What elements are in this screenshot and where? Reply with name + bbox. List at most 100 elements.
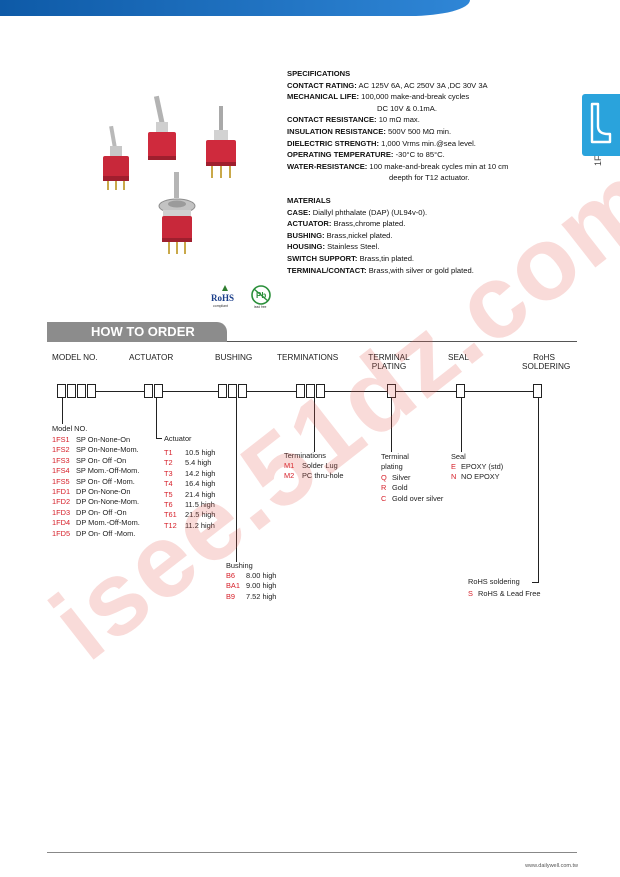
code-box[interactable] <box>456 384 465 398</box>
material-value: Brass,with silver or gold plated. <box>368 265 474 275</box>
option-desc: 14.2 high <box>185 468 216 478</box>
connector-line <box>314 398 315 452</box>
separator-dash <box>325 391 387 392</box>
material-label: HOUSING: <box>287 242 325 252</box>
option-desc: EPOXY (std) <box>461 462 504 471</box>
option-code: 1FD4 <box>52 518 71 528</box>
code-box[interactable] <box>218 384 227 398</box>
spec-label: WATER-RESISTANCE: <box>287 161 368 171</box>
how-to-order-header: HOW TO ORDER <box>47 322 577 342</box>
connector-line <box>461 398 462 452</box>
material-label: BUSHING: <box>287 230 325 240</box>
spec-value: 10 mΩ max. <box>378 115 420 125</box>
option-code: 1FD5 <box>52 528 71 538</box>
category-tab[interactable] <box>582 94 620 156</box>
product-photo <box>103 95 236 254</box>
option-desc: 21.5 high <box>185 510 216 520</box>
option-code: 1FS5 <box>52 476 70 486</box>
option-row: T3 14.2 high <box>164 469 215 479</box>
spec-value: 100 make-and-break cycles min at 10 cm <box>369 161 509 171</box>
header-terminal-line1: TERMINAL <box>368 353 410 362</box>
option-row: B9 7.52 high <box>226 592 276 602</box>
spec-value: 500V 500 MΩ min. <box>387 126 452 136</box>
option-desc: DP On- Off -Mom. <box>76 528 136 538</box>
option-desc: NO EPOXY <box>461 472 500 482</box>
connector-line <box>62 398 63 424</box>
header-rohs-line1: RoHS <box>533 353 555 362</box>
option-code: T6 <box>164 500 173 510</box>
option-desc: SP On- Off -On <box>76 455 127 465</box>
option-code: T3 <box>164 468 173 478</box>
rohs-logo: RoHS compliant <box>211 285 234 308</box>
code-box[interactable] <box>306 384 315 398</box>
connector-line <box>391 398 392 452</box>
footer-divider <box>47 852 577 853</box>
code-box[interactable] <box>67 384 76 398</box>
footer-url[interactable]: www.dailywell.com.tw <box>525 863 578 869</box>
specifications-heading: SPECIFICATIONS <box>287 69 351 78</box>
svg-text:compliant: compliant <box>213 304 228 308</box>
materials-heading: MATERIALS <box>287 195 331 205</box>
spec-value: 100,000 make-and-break cycles <box>361 92 470 102</box>
header-actuator: ACTUATOR <box>129 353 174 362</box>
option-row: 1FD2 DP On-None-Mom. <box>52 497 140 507</box>
option-desc: 7.52 high <box>246 591 277 601</box>
material-label: ACTUATOR: <box>287 219 332 229</box>
plating-label-line2: plating <box>381 462 403 472</box>
option-code: T5 <box>164 489 173 499</box>
code-box[interactable] <box>533 384 542 398</box>
svg-text:RoHS: RoHS <box>211 293 234 303</box>
option-desc: DP On-None-On <box>76 487 131 497</box>
option-row: T5 21.4 high <box>164 490 215 500</box>
code-box[interactable] <box>154 384 163 398</box>
spec-label: MECHANICAL LIFE: <box>287 92 359 102</box>
spec-value: AC 125V 6A, AC 250V 3A ,DC 30V 3A <box>358 80 488 90</box>
option-code: B6 <box>226 571 236 580</box>
code-box[interactable] <box>316 384 325 398</box>
code-box[interactable] <box>144 384 153 398</box>
order-code-row <box>57 384 557 400</box>
code-box[interactable] <box>296 384 305 398</box>
option-desc: DP On-None-Mom. <box>76 497 140 507</box>
option-code: M2 <box>284 471 295 481</box>
top-banner <box>0 0 470 16</box>
spec-label: DIELECTRIC STRENGTH: <box>287 138 379 148</box>
code-box[interactable] <box>57 384 66 398</box>
code-box[interactable] <box>238 384 247 398</box>
option-code: 1FD3 <box>52 507 71 517</box>
option-code: 1FS3 <box>52 455 70 465</box>
option-desc: 21.4 high <box>185 489 216 499</box>
header-terminal-plating: TERMINAL PLATING <box>368 353 410 371</box>
code-box[interactable] <box>387 384 396 398</box>
option-code: N <box>451 472 457 482</box>
header-rohs-soldering: RoHS SOLDERING <box>522 353 570 371</box>
connector-line <box>156 438 162 439</box>
rohs-label: RoHS soldering <box>468 577 520 586</box>
code-box[interactable] <box>228 384 237 398</box>
option-row: N NO EPOXY <box>451 472 503 482</box>
option-code: B9 <box>226 591 236 601</box>
spec-value: deepth for T12 actuator. <box>389 173 470 183</box>
code-box[interactable] <box>87 384 96 398</box>
option-code: 1FS2 <box>52 445 70 455</box>
bushing-label: Bushing <box>226 561 253 570</box>
option-code: 1FD2 <box>52 497 71 507</box>
connector-line <box>532 582 539 583</box>
material-label: SWITCH SUPPORT: <box>287 253 358 263</box>
plating-label-line1: Terminal <box>381 452 409 461</box>
material-value: Stainless Steel. <box>327 242 380 252</box>
code-box[interactable] <box>77 384 86 398</box>
option-row: 1FD5 DP On- Off -Mom. <box>52 529 140 539</box>
separator-dash <box>247 391 296 392</box>
option-desc: Solder Lug <box>302 461 338 470</box>
spec-label: INSULATION RESISTANCE: <box>287 126 386 136</box>
